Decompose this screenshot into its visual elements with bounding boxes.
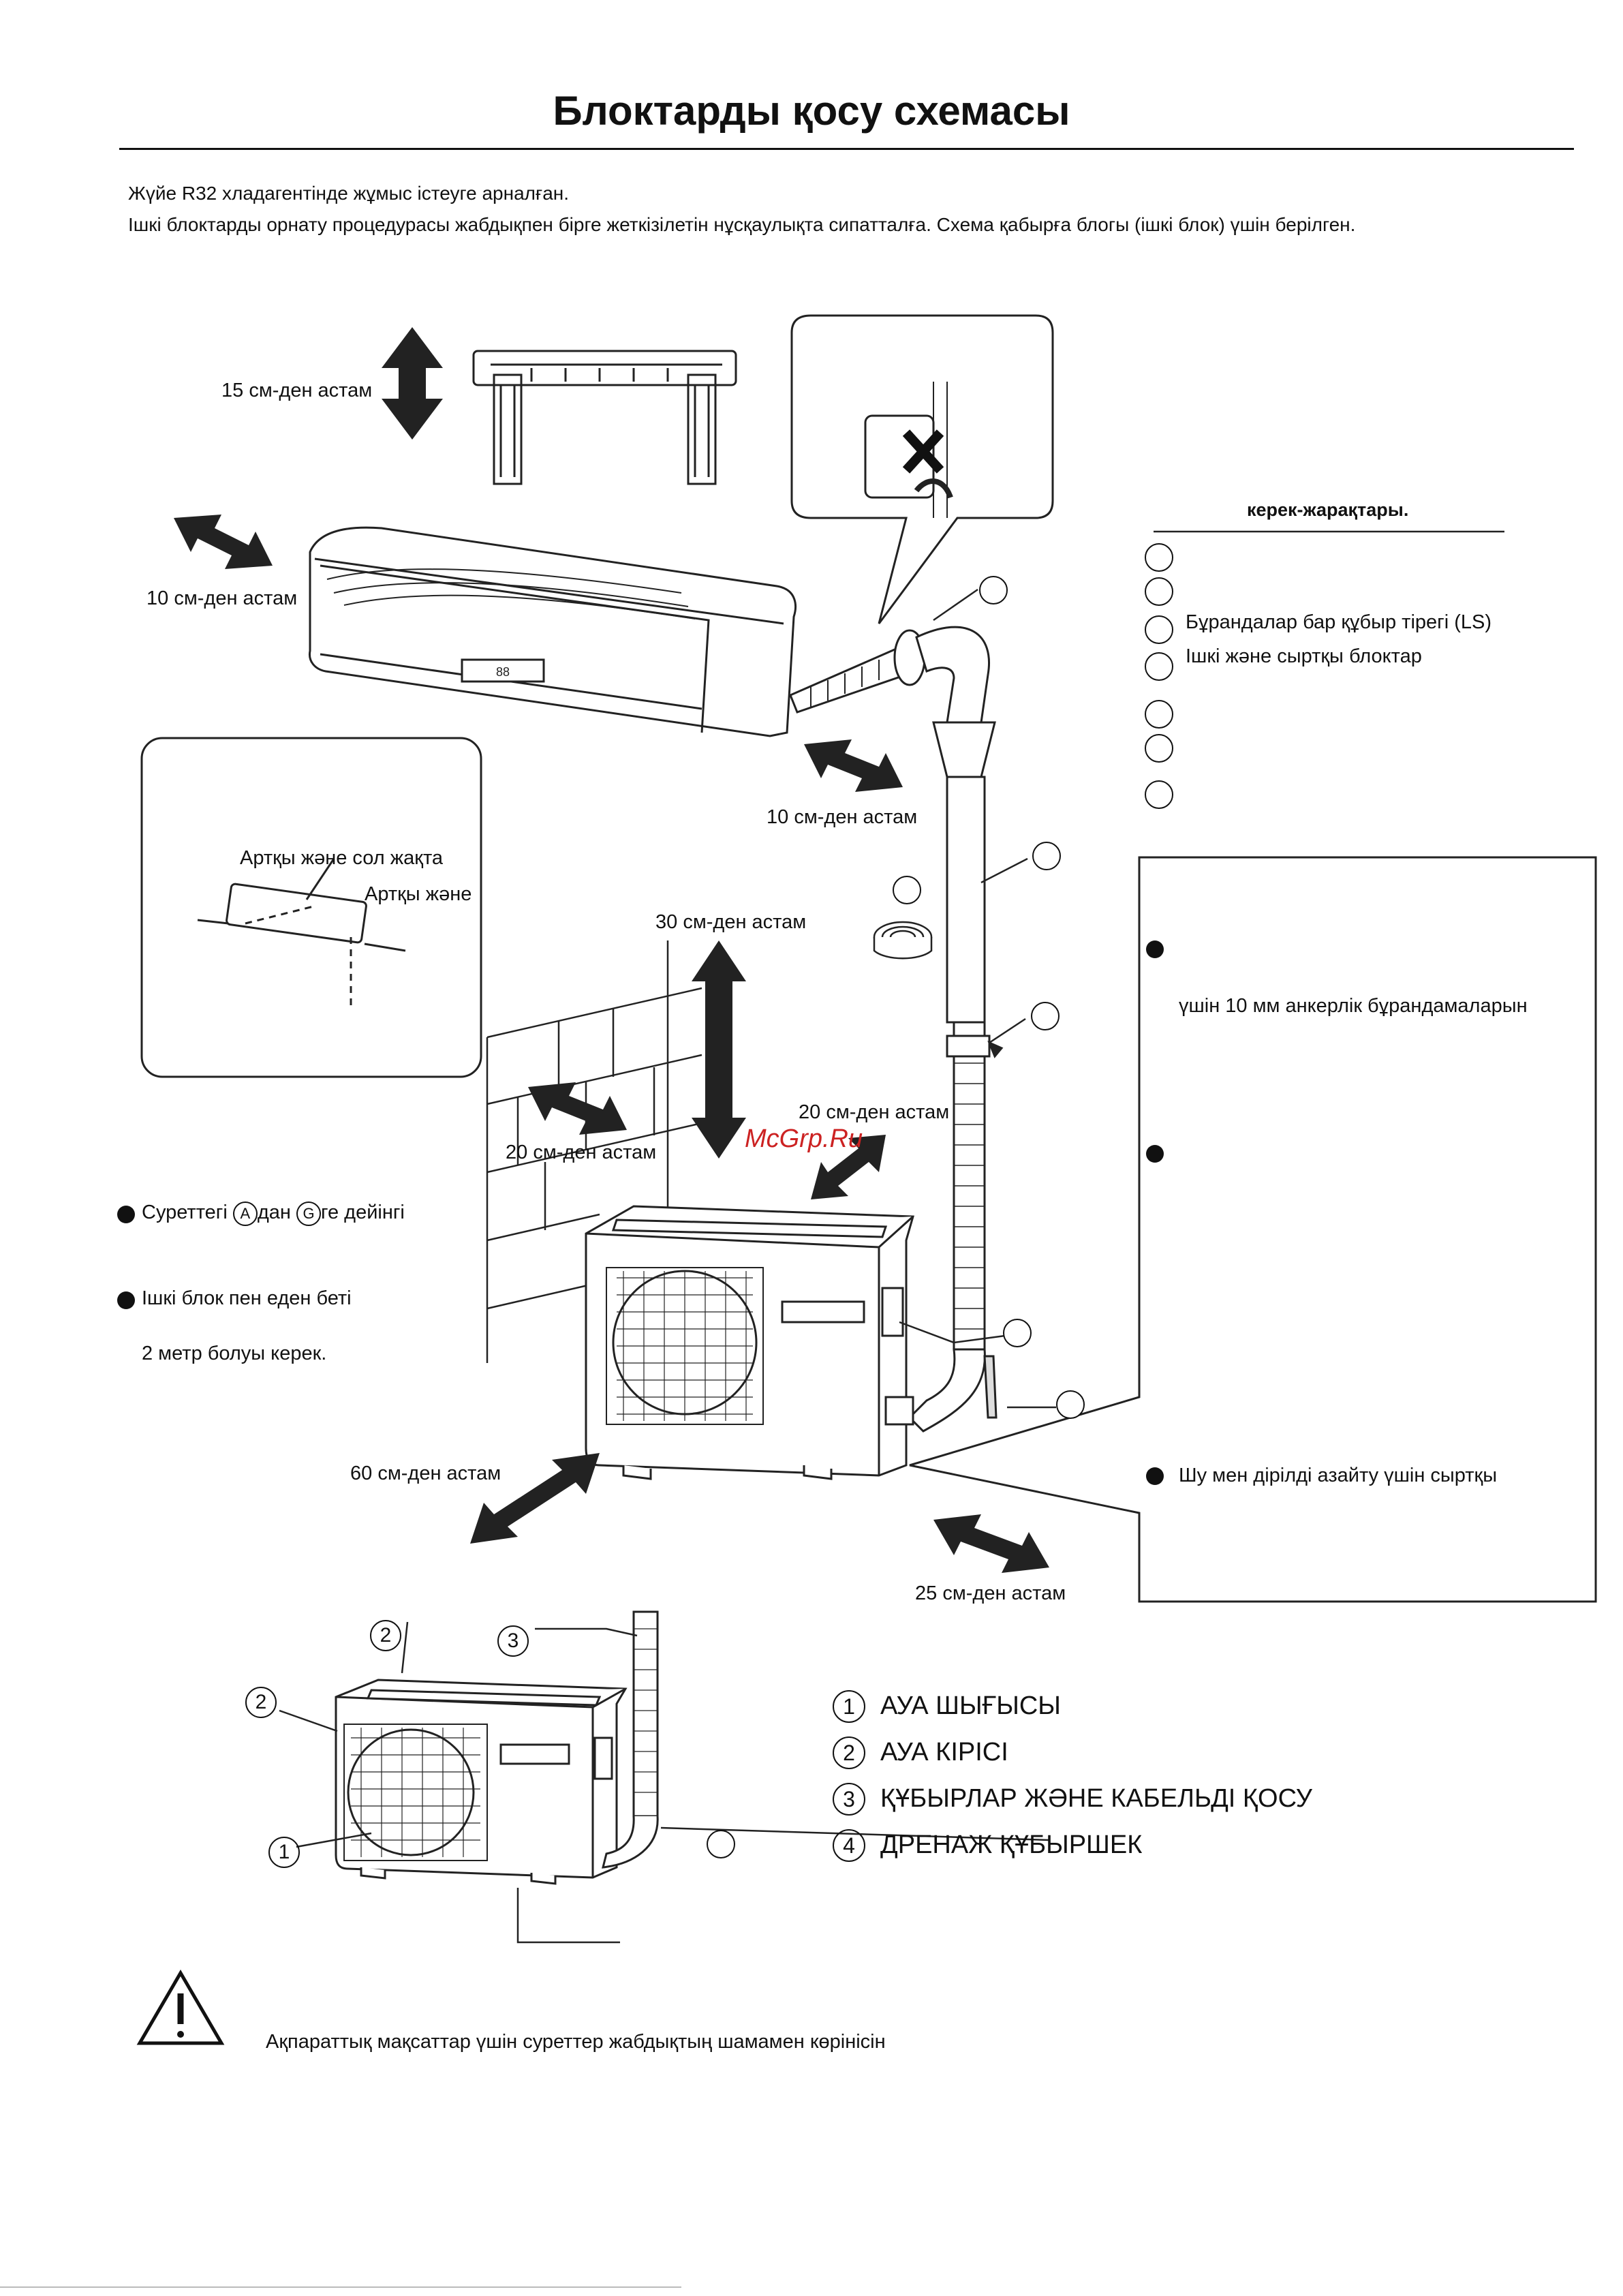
label-top-clearance: 15 см-ден астам [221,380,373,401]
bullet [1146,1145,1164,1163]
accessory-marker [1145,577,1173,606]
label-outdoor-above-clearance: 30 см-ден астам [655,911,807,933]
accessory-item: Бұрандалар бар құбыр тірегі (LS) [1186,611,1492,633]
legend-item-2: 2 АУА КІРІСІ [833,1736,1008,1769]
accessory-item: Ішкі және сыртқы блоктар [1186,645,1422,667]
clearance-arrows [174,327,1049,1573]
callout-circle [979,576,1008,604]
note-range-suffix: ге дейінгі [321,1201,405,1223]
callout-air-outlet: 1 [268,1837,300,1868]
piping-label-rear: Артқы және [365,883,472,905]
bullet [1146,1467,1164,1485]
accessory-marker [1145,543,1173,572]
warning-icon [136,1970,225,2045]
outdoor-unit [585,1205,914,1480]
connection-pipe [789,626,1004,1433]
legend-num: 1 [833,1690,865,1723]
bullet [117,1206,135,1223]
notes-box [909,856,1597,1603]
mounting-plate [472,350,737,485]
legend-num: 3 [833,1783,865,1816]
label-outdoor-side-clearance: 25 см-ден астам [915,1582,1066,1604]
outdoor-unit-small [335,1610,659,1885]
label-indoor-right-clearance: 10 см-ден астам [767,806,918,828]
callout-circle [1056,1390,1085,1419]
legend-label: АУА ШЫҒЫСЫ [880,1692,1061,1720]
note-vibration: Шу мен дірілді азайту үшін сыртқы [1179,1465,1498,1486]
callout-circle [1003,1319,1032,1347]
legend-num: 2 [833,1736,865,1769]
warning-text: Ақпараттық мақсаттар үшін суреттер жабды… [266,2031,886,2053]
callout-air-inlet-top: 2 [370,1620,401,1651]
accessory-marker [1145,734,1173,763]
accessory-marker [1145,700,1173,729]
callout-air-inlet-side: 2 [245,1687,277,1718]
footer-rule [0,2286,681,2288]
note-range-prefix: Суреттегі [142,1201,228,1223]
legend-item-1: 1 АУА ШЫҒЫСЫ [833,1690,1061,1723]
bullet [1146,940,1164,958]
legend-label: ҚҰБЫРЛАР ЖӘНЕ КАБЕЛЬДІ ҚОСУ [880,1784,1312,1813]
label-outdoor-left-clearance: 20 см-ден астам [506,1142,657,1163]
note-anchor-bolts: үшін 10 мм анкерлік бұрандамаларын [1179,995,1528,1017]
legend-item-4: 4 ДРЕНАЖ ҚҰБЫРШЕК [833,1829,1142,1862]
legend-label: ДРЕНАЖ ҚҰБЫРШЕК [880,1831,1143,1859]
indoor-unit [308,526,797,737]
marker-g: G [296,1201,322,1226]
piping-label-rear-left: Артқы және сол жақта [240,847,444,869]
callout-circle [1032,842,1061,870]
bullet [117,1291,135,1309]
accessories-heading: керек-жарақтары. [1247,500,1409,520]
legend-num: 4 [833,1829,865,1862]
callout-circle [707,1830,735,1858]
note-height: 2 метр болуы керек. [142,1343,327,1364]
note-floor: Ішкі блок пен еден беті [142,1287,352,1309]
callout-circle [1031,1002,1060,1030]
accessory-marker [1145,780,1173,809]
note-range-mid: дан [257,1201,291,1223]
callout-circle [893,876,921,904]
watermark: McGrp.Ru [745,1124,863,1153]
intro-line-1: Жүйе R32 хладагентінде жұмыс істеуге арн… [128,183,570,204]
callout-piping: 3 [497,1625,529,1657]
indoor-display: 88 [496,665,510,679]
legend-item-3: 3 ҚҰБЫРЛАР ЖӘНЕ КАБЕЛЬДІ ҚОСУ [833,1783,1312,1816]
label-outdoor-front-clearance: 60 см-ден астам [350,1463,501,1484]
legend-label: АУА КІРІСІ [880,1738,1008,1766]
tape-roll [873,921,933,960]
label-indoor-left-clearance: 10 см-ден астам [146,587,298,609]
detail-bubble [790,314,1054,624]
intro-line-2: Ішкі блоктарды орнату процедурасы жабдық… [128,214,1356,235]
piping-direction-box [140,737,482,1078]
marker-a: A [232,1201,258,1226]
accessory-marker [1145,615,1173,644]
title-rule [119,148,1574,150]
page-title: Блоктарды қосу схемасы [553,88,1070,134]
label-outdoor-right-clearance: 20 см-ден астам [799,1101,950,1123]
accessory-marker [1145,652,1173,681]
